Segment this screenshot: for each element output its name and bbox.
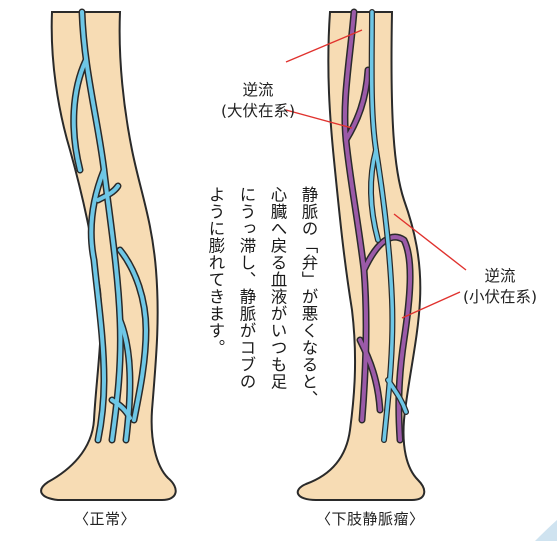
- callout-ssv-title: 逆流: [446, 266, 554, 287]
- corner-accent: [535, 520, 557, 541]
- description-line-3: にうっ滞し、静脈がコブの: [237, 186, 256, 390]
- callout-gsv-subtitle: (大伏在系): [206, 101, 310, 122]
- description-line-1: 静脈の「弁」が悪くなると、: [299, 186, 318, 407]
- caption-normal: 〈正常〉: [74, 508, 136, 529]
- caption-varicose: 〈下肢静脈瘤〉: [316, 508, 425, 529]
- normal-leg-outline: [41, 12, 176, 500]
- callout-ssv-subtitle: (小伏在系): [446, 287, 554, 308]
- description-line-4: ように膨れてきます。: [206, 186, 225, 356]
- callout-gsv-title: 逆流: [206, 80, 310, 101]
- callout-small-saphenous: 逆流 (小伏在系): [446, 266, 554, 308]
- description-line-2: 心臓へ戻る血液がいつも足: [268, 186, 287, 390]
- callout-great-saphenous: 逆流 (大伏在系): [206, 80, 310, 122]
- normal-leg: [41, 12, 176, 500]
